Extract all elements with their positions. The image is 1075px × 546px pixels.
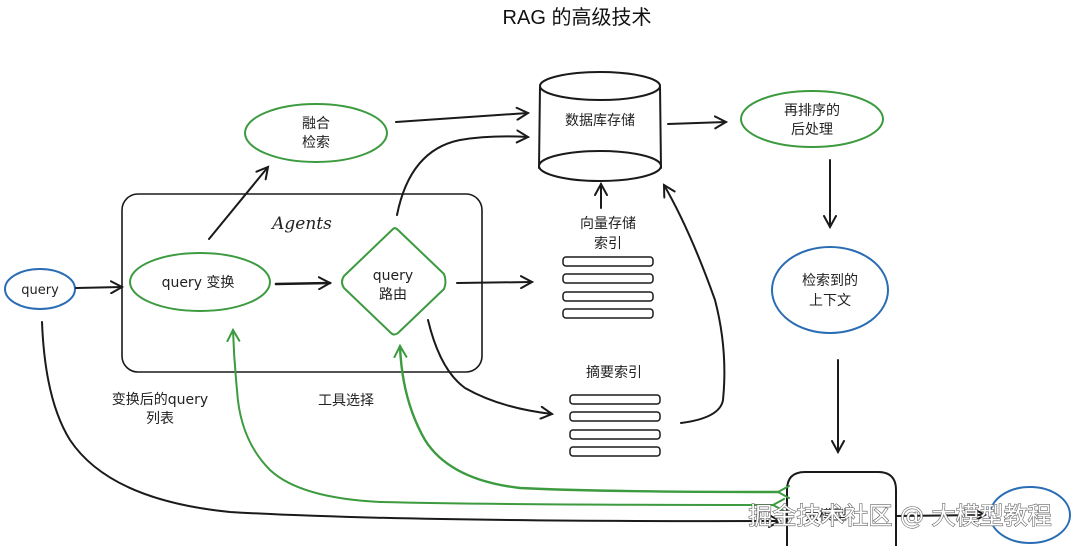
query-input-node[interactable]: query bbox=[4, 268, 76, 310]
fusion-retrieval-line1: 融合 bbox=[302, 116, 330, 132]
edge-transform-to-fusion bbox=[208, 167, 268, 240]
vector-index-row bbox=[562, 291, 654, 302]
vector-index-node[interactable]: 向量存储 索引 bbox=[562, 216, 654, 319]
database-node[interactable]: 数据库存储 bbox=[538, 71, 662, 182]
vector-index-row bbox=[562, 273, 654, 284]
context-node[interactable]: 检索到的 上下文 bbox=[771, 246, 889, 334]
vector-index-line1: 向量存储 bbox=[580, 216, 636, 232]
edge-router-to-database bbox=[396, 136, 528, 216]
summary-index-row bbox=[569, 446, 661, 457]
edge-database-to-rerank bbox=[667, 122, 726, 124]
answer-node[interactable] bbox=[989, 486, 1071, 544]
edge-summary-index-to-database bbox=[664, 185, 726, 424]
edge-llm-to-answer bbox=[895, 515, 985, 516]
summary-index-node[interactable]: 摘要索引 bbox=[569, 364, 661, 457]
query-input-label: query bbox=[21, 283, 59, 298]
llm-label: 大模型 bbox=[805, 508, 847, 524]
query-router-node[interactable]: query 路由 bbox=[341, 227, 447, 336]
tool-selection-annotation: 工具选择 bbox=[318, 393, 374, 409]
vector-index-line2: 索引 bbox=[594, 235, 622, 252]
query-router-label-line2: 路由 bbox=[379, 287, 407, 303]
edge-router-to-vector-index bbox=[456, 282, 532, 283]
edge-fusion-to-database bbox=[395, 113, 528, 123]
fusion-retrieval-node[interactable]: 融合 检索 bbox=[244, 103, 388, 163]
summary-index-row bbox=[569, 411, 661, 422]
query-transform-label: query 变换 bbox=[162, 274, 235, 291]
edge-query-to-transform bbox=[75, 287, 122, 288]
rerank-line1: 再排序的 bbox=[784, 103, 840, 119]
watermark: 掘金技术社区 @ 大模型教程 bbox=[748, 502, 1051, 530]
transformed-queries-annotation-line2: 列表 bbox=[146, 411, 174, 427]
query-router-label-line1: query bbox=[373, 268, 413, 284]
database-label: 数据库存储 bbox=[565, 113, 635, 129]
summary-index-row bbox=[569, 394, 661, 405]
edge-transform-to-router bbox=[274, 283, 330, 284]
query-transform-node[interactable]: query 变换 bbox=[129, 252, 271, 312]
context-line1: 检索到的 bbox=[802, 272, 858, 289]
edge-llm-router-feedback bbox=[400, 346, 778, 492]
summary-index-row bbox=[569, 429, 661, 440]
summary-index-label: 摘要索引 bbox=[586, 364, 642, 381]
edge-llm-transform-feedback bbox=[233, 330, 773, 505]
diagram-title: RAG 的高级技术 bbox=[503, 6, 652, 29]
edge-router-to-summary-index bbox=[427, 319, 552, 414]
transformed-queries-annotation-line1: 变换后的query bbox=[112, 391, 208, 408]
edge-query-to-llm bbox=[41, 321, 780, 521]
fusion-retrieval-line2: 检索 bbox=[302, 134, 330, 151]
vector-index-row bbox=[562, 308, 654, 319]
context-line2: 上下文 bbox=[809, 293, 851, 309]
rerank-node[interactable]: 再排序的 后处理 bbox=[740, 90, 884, 148]
agents-label: Agents bbox=[270, 214, 332, 234]
vector-index-row bbox=[562, 256, 654, 267]
rerank-line2: 后处理 bbox=[791, 122, 833, 138]
